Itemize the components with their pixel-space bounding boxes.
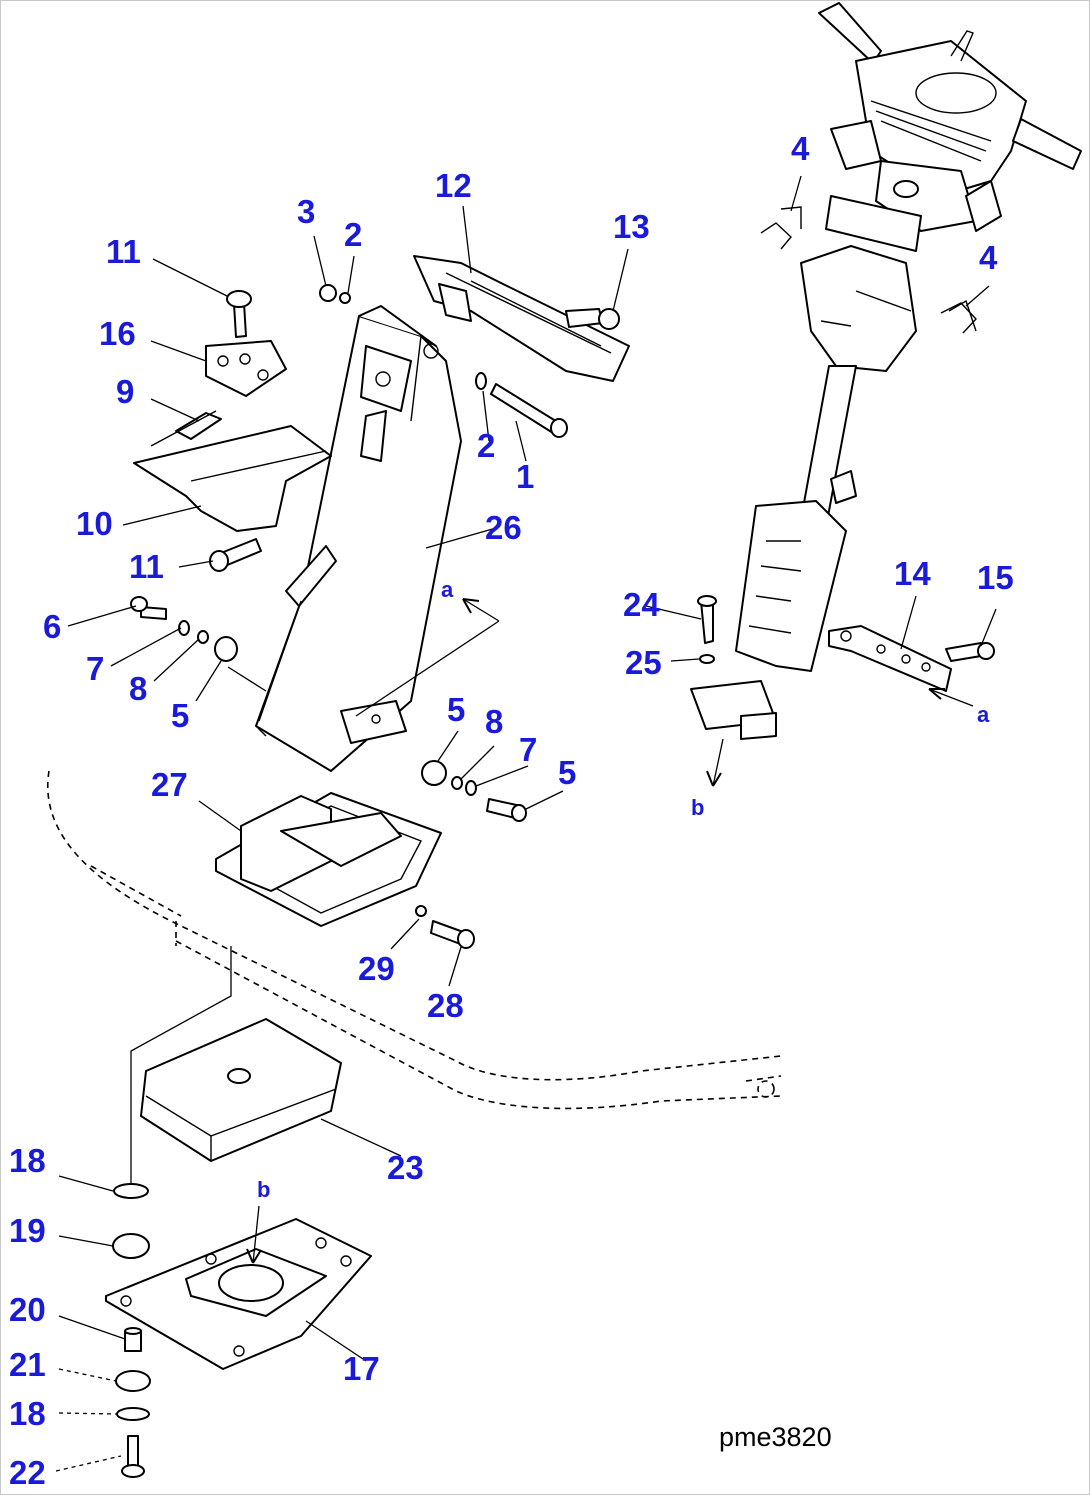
ref-b-upper: b bbox=[691, 795, 705, 820]
bracket-14-assembly bbox=[828, 625, 995, 692]
callout-1: 1 bbox=[516, 458, 535, 495]
bolt-1-washers bbox=[319, 284, 568, 438]
callout-18-lower: 18 bbox=[9, 1395, 46, 1432]
callout-25: 25 bbox=[625, 644, 662, 681]
callout-8-left: 8 bbox=[129, 670, 148, 707]
callout-5-left: 5 bbox=[171, 697, 190, 734]
left-bolt-stack bbox=[130, 596, 238, 662]
callout-7-right: 7 bbox=[519, 731, 538, 768]
callout-4-lower: 4 bbox=[979, 239, 998, 276]
callout-15: 15 bbox=[977, 559, 1014, 596]
callout-2-lower: 2 bbox=[477, 427, 496, 464]
callout-12: 12 bbox=[435, 167, 472, 204]
callout-29: 29 bbox=[358, 950, 395, 987]
ref-b-lower: b bbox=[257, 1177, 271, 1202]
callout-4-upper: 4 bbox=[791, 130, 810, 167]
bracket-12-assembly bbox=[413, 255, 630, 382]
reference-arrows bbox=[246, 598, 974, 1264]
callout-10: 10 bbox=[76, 505, 113, 542]
callout-19: 19 bbox=[9, 1212, 46, 1249]
bolt-24-washer-25 bbox=[697, 595, 717, 664]
callout-26: 26 bbox=[485, 509, 522, 546]
callout-20: 20 bbox=[9, 1291, 46, 1328]
callout-21: 21 bbox=[9, 1346, 46, 1383]
callout-18-upper: 18 bbox=[9, 1142, 46, 1179]
mount-23 bbox=[140, 1018, 342, 1162]
plate-16-assembly bbox=[205, 290, 287, 397]
callout-23: 23 bbox=[387, 1149, 424, 1186]
drawing-code: pme3820 bbox=[719, 1422, 832, 1452]
bolt-11-lower bbox=[209, 538, 262, 572]
callout-5-right-upper: 5 bbox=[447, 691, 466, 728]
callout-22: 22 bbox=[9, 1454, 46, 1491]
callout-27: 27 bbox=[151, 766, 188, 803]
callout-16: 16 bbox=[99, 315, 136, 352]
callout-17: 17 bbox=[343, 1350, 380, 1387]
callout-8-right: 8 bbox=[485, 703, 504, 740]
leader-lines bbox=[55, 175, 997, 1472]
callout-11-lower: 11 bbox=[129, 548, 164, 585]
callout-28: 28 bbox=[427, 987, 464, 1024]
cover-10-assembly bbox=[133, 410, 332, 532]
callout-13: 13 bbox=[613, 208, 650, 245]
callout-6: 6 bbox=[43, 608, 62, 645]
damper-stack bbox=[112, 1183, 151, 1478]
plate-17 bbox=[105, 1218, 372, 1370]
steering-column-assembly bbox=[690, 2, 1082, 740]
callout-9: 9 bbox=[116, 373, 135, 410]
ref-a-right: a bbox=[977, 702, 990, 727]
callout-11-upper: 11 bbox=[106, 233, 141, 270]
pedestal-26 bbox=[255, 305, 462, 772]
base-plate-27-assembly bbox=[215, 792, 475, 949]
callout-5-right-lower: 5 bbox=[558, 754, 577, 791]
callout-14: 14 bbox=[894, 555, 931, 592]
right-bolt-stack bbox=[421, 760, 527, 822]
floor-frame-outline bbox=[47, 770, 782, 1186]
callout-24: 24 bbox=[623, 586, 660, 623]
ref-a-left: a bbox=[441, 577, 454, 602]
callout-3: 3 bbox=[297, 193, 316, 230]
callout-2-upper: 2 bbox=[344, 216, 363, 253]
callout-7-left: 7 bbox=[86, 650, 105, 687]
